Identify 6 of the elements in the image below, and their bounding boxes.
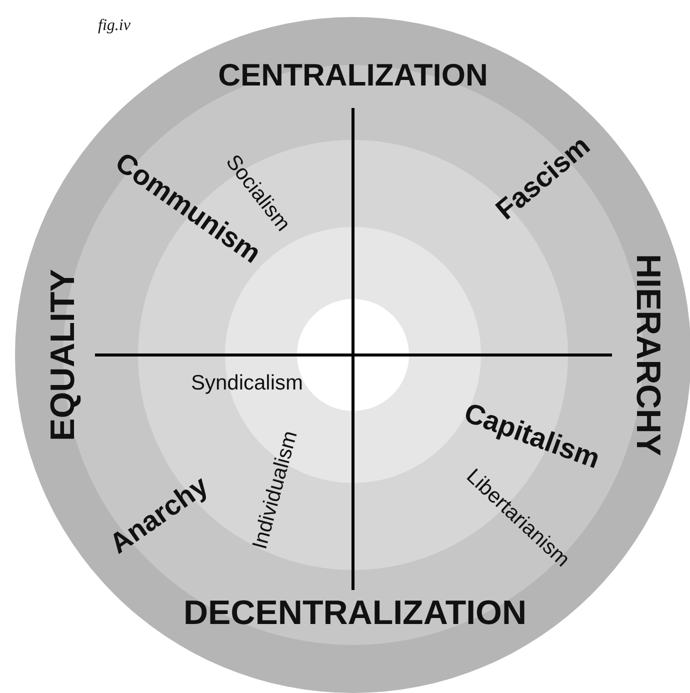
ideology-label: Syndicalism [190,372,304,394]
axis-label: EQUALITY [46,269,80,441]
axis-label: HIERARCHY [631,254,665,456]
axis-label: DECENTRALIZATION [183,596,527,630]
axis-label: CENTRALIZATION [218,60,488,90]
figure-number: fig.iv [98,18,130,34]
